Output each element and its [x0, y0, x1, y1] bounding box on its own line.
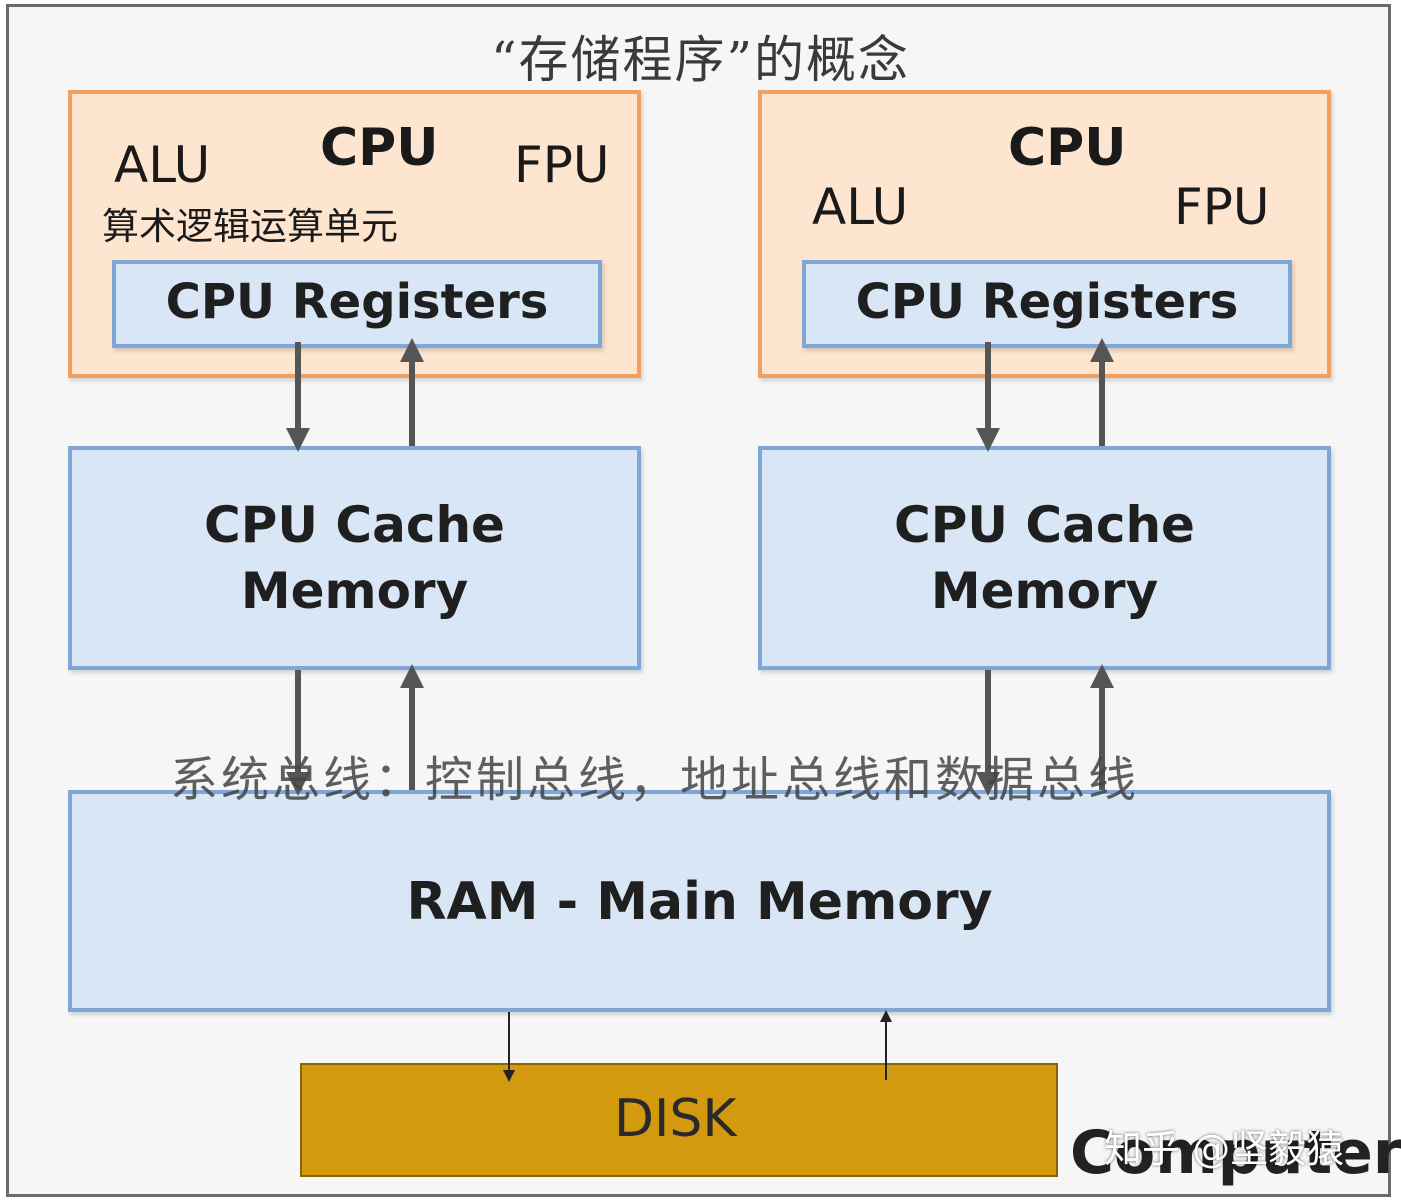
left-fpu-label: FPU: [514, 136, 610, 194]
system-bus-label: 系统总线：控制总线，地址总线和数据总线: [170, 752, 1140, 808]
right-cpu-registers: CPU Registers: [802, 260, 1292, 348]
diagram-title: “存储程序”的概念: [490, 31, 911, 89]
right-fpu-label: FPU: [1174, 178, 1270, 236]
left-cpu-registers: CPU Registers: [112, 260, 602, 348]
right-cache-line2: Memory: [930, 562, 1159, 620]
disk-box: DISK: [300, 1063, 1058, 1177]
left-alu-description: 算术逻辑运算单元: [102, 205, 398, 248]
left-cpu-label: CPU: [320, 118, 439, 178]
right-cpu-label: CPU: [1008, 118, 1127, 178]
left-alu-label: ALU: [114, 136, 211, 194]
ram-label: RAM - Main Memory: [406, 872, 993, 932]
disk-label: DISK: [614, 1089, 737, 1149]
right-cache-line1: CPU Cache: [894, 496, 1195, 554]
left-registers-label: CPU Registers: [165, 274, 549, 330]
watermark: 知乎 @坚毅猿: [1104, 1127, 1345, 1171]
left-cache-line2: Memory: [240, 562, 469, 620]
right-cpu-cache: CPU Cache Memory: [758, 446, 1331, 670]
left-cpu-box: ALU CPU FPU 算术逻辑运算单元 CPU Registers: [68, 90, 641, 378]
left-cache-line1: CPU Cache: [204, 496, 505, 554]
right-cpu-box: CPU ALU FPU CPU Registers: [758, 90, 1331, 378]
computer-label: Computer: [1070, 1118, 1401, 1188]
left-cpu-cache: CPU Cache Memory: [68, 446, 641, 670]
right-registers-label: CPU Registers: [855, 274, 1239, 330]
ram-main-memory: RAM - Main Memory: [68, 790, 1331, 1012]
right-alu-label: ALU: [812, 178, 909, 236]
